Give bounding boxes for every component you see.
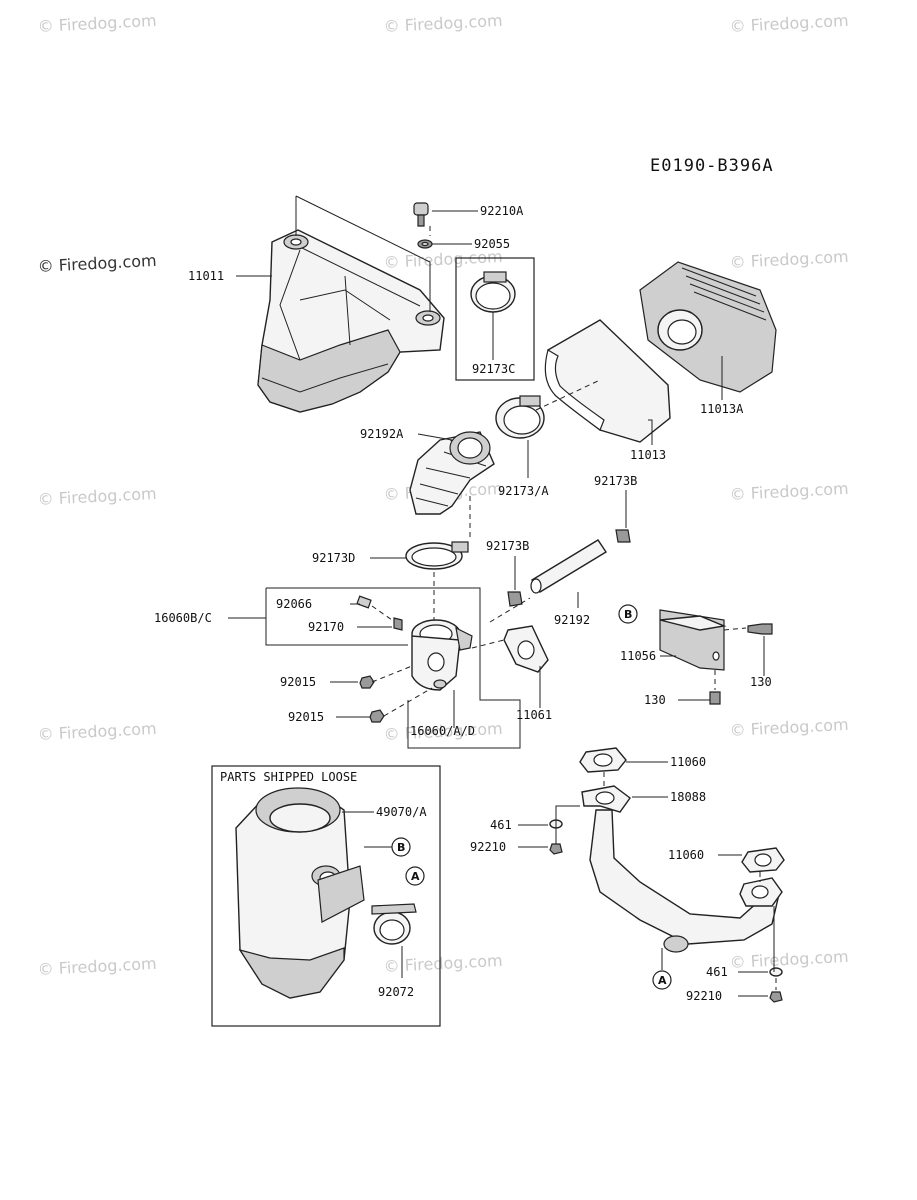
breather-pipe-92192: [530, 539, 607, 594]
label-92192: 92192: [554, 613, 590, 627]
label-11011: 11011: [188, 269, 224, 283]
label-92173d: 92173D: [312, 551, 355, 565]
nut-92210: [769, 991, 783, 1003]
gasket-11060-top: [579, 747, 627, 773]
nut-92015: [359, 675, 375, 689]
label-92210-b: 92210: [686, 989, 722, 1003]
bolt-130: [709, 691, 721, 705]
filter-element-11013a: [639, 261, 777, 393]
ref-marker-a: A: [405, 866, 425, 886]
label-92015-a: 92015: [280, 675, 316, 689]
label-92210a: 92210A: [480, 204, 524, 218]
clamp-92173d: [405, 541, 469, 570]
knob-92210a: [413, 202, 433, 249]
svg-text:B: B: [624, 608, 632, 621]
ref-marker-b: B: [618, 604, 638, 624]
watermark: © Firedog.com: [729, 11, 849, 36]
label-92210-a: 92210: [470, 840, 506, 854]
diagram-code: E0190-B396A: [650, 156, 774, 176]
clamp-92173c-box: [455, 257, 535, 381]
elbow-hose-92192a: [409, 431, 495, 515]
label-49070-a: 49070/A: [376, 805, 427, 819]
intake-elbow-16060: [411, 619, 473, 691]
svg-text:B: B: [397, 841, 405, 854]
label-130-bottom: 130: [644, 693, 666, 707]
label-16060b-c: 16060B/C: [154, 611, 212, 625]
watermark: © Firedog.com: [383, 951, 503, 976]
bolt-130: [747, 623, 773, 635]
label-11060-right: 11060: [668, 848, 704, 862]
label-92192a: 92192A: [360, 427, 404, 441]
svg-text:A: A: [658, 974, 667, 987]
watermark: © Firedog.com: [729, 247, 849, 272]
label-92173-a: 92173/A: [498, 484, 549, 498]
bracket-11056: [659, 609, 727, 671]
clamp-92173b-top: [615, 529, 631, 543]
label-92173b: 92173B: [486, 539, 529, 553]
fitting-92170: [393, 617, 403, 631]
parts-shipped-loose-title: PARTS SHIPPED LOOSE: [220, 770, 357, 784]
gasket-11060-right: [741, 847, 785, 873]
watermark: © Firedog.com: [729, 947, 849, 972]
label-130-right: 130: [750, 675, 772, 689]
ref-marker-a: A: [652, 970, 672, 990]
label-92015-b: 92015: [288, 710, 324, 724]
ref-marker-b: B: [391, 837, 411, 857]
part-labels: 92210A 92055 11011 92173C 11013A 11013 9…: [154, 204, 772, 1003]
assembly-lines: [371, 226, 777, 990]
watermark: © Firedog.com: [37, 719, 157, 744]
label-92072: 92072: [378, 985, 414, 999]
pipe-92066: [356, 595, 372, 609]
clamp-92173-a: [495, 395, 545, 439]
exhaust-pipe-18088: [581, 785, 781, 953]
label-11060-top: 11060: [670, 755, 706, 769]
label-18088: 18088: [670, 790, 706, 804]
parts-shipped-loose-box: [211, 765, 441, 1027]
label-92066: 92066: [276, 597, 312, 611]
watermark: © Firedog.com: [37, 484, 157, 509]
muffler-49070: [235, 787, 365, 999]
label-92173b-top: 92173B: [594, 474, 637, 488]
label-11061: 11061: [516, 708, 552, 722]
watermark: © Firedog.com: [37, 251, 157, 276]
air-cleaner-housing: [257, 229, 445, 413]
nut-92015: [369, 709, 385, 723]
clamp-92173b: [507, 591, 523, 607]
watermark: © Firedog.com: [37, 11, 157, 36]
flange-18088: [739, 877, 783, 907]
pre-filter-11013: [544, 319, 671, 443]
watermark: © Firedog.com: [729, 479, 849, 504]
gasket-11061: [503, 625, 549, 673]
label-11056: 11056: [620, 649, 656, 663]
washer-461: [769, 967, 783, 977]
label-461-b: 461: [706, 965, 728, 979]
leader-lines: [228, 195, 775, 997]
label-92170: 92170: [308, 620, 344, 634]
svg-text:A: A: [411, 870, 420, 883]
label-11013: 11013: [630, 448, 666, 462]
clamp-92072: [371, 903, 417, 945]
watermark: © Firedog.com: [729, 715, 849, 740]
clamp-92173c: [470, 271, 516, 313]
nut-92210: [549, 843, 563, 855]
label-16060-a-d: 16060/A/D: [410, 724, 475, 738]
watermark: © Firedog.com: [383, 11, 503, 36]
watermark: © Firedog.com: [37, 954, 157, 979]
label-92173c: 92173C: [472, 362, 515, 376]
label-461-a: 461: [490, 818, 512, 832]
label-92055: 92055: [474, 237, 510, 251]
label-11013a: 11013A: [700, 402, 744, 416]
